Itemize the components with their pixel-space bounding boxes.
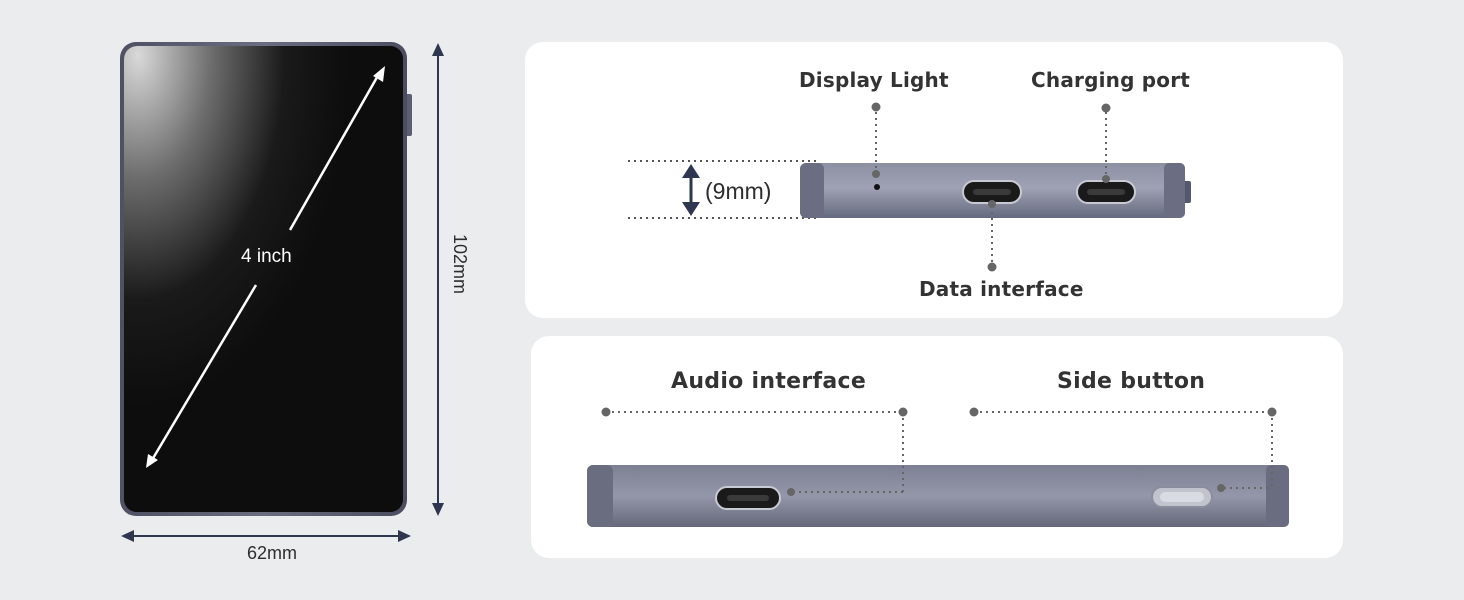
data-interface-leader-dot [987, 262, 997, 272]
audio-interface-leader-dot-left [601, 407, 611, 417]
device-top-edge-end-right [1164, 163, 1185, 218]
audio-interface-leader-dot-right [898, 407, 908, 417]
audio-interface-leader-end [787, 488, 795, 496]
side-button-leader-dot-left [969, 407, 979, 417]
charging-port-leader-end [1102, 175, 1110, 183]
width-label: 62mm [247, 543, 298, 563]
device-side-edge [587, 465, 1289, 527]
data-interface-port-inner [973, 189, 1011, 195]
height-arrow-bottom [432, 503, 444, 516]
diagonal-arrow-upper [288, 71, 382, 231]
device-screen [124, 46, 403, 512]
thickness-arrow-bottom [682, 202, 700, 216]
data-interface-leader-start [988, 200, 996, 208]
width-arrow-left [121, 530, 134, 542]
diagonal-arrow-head-bottom [146, 454, 158, 468]
width-arrow-right [398, 530, 411, 542]
charging-port-inner [1087, 189, 1125, 195]
data-interface-label: Data interface [919, 277, 1084, 301]
display-light-leader-dot [871, 102, 881, 112]
side-button-leader-end [1217, 484, 1225, 492]
charging-port-leader-dot [1101, 103, 1111, 113]
display-light-leader-end [872, 170, 880, 178]
side-button-label: Side button [1057, 369, 1206, 394]
diagonal-size-label: 4 inch [241, 246, 292, 267]
audio-interface-port-inner [727, 495, 769, 501]
thickness-label: (9mm) [705, 178, 772, 204]
audio-interface-label: Audio interface [671, 369, 867, 394]
display-light-dot [874, 184, 880, 190]
side-button-face [1160, 492, 1204, 502]
diagonal-arrow-lower [150, 284, 258, 461]
diagonal-arrow-head-top [373, 66, 385, 82]
side-button-leader-dot-right [1267, 407, 1277, 417]
device-top-edge-end [800, 163, 824, 218]
device-side-edge-end-left [587, 465, 613, 527]
charging-port-label: Charging port [1031, 68, 1191, 92]
thickness-arrow-top [682, 164, 700, 178]
device-side-edge-end-right [1266, 465, 1289, 527]
height-arrow-top [432, 43, 444, 56]
display-light-label: Display Light [799, 68, 949, 92]
